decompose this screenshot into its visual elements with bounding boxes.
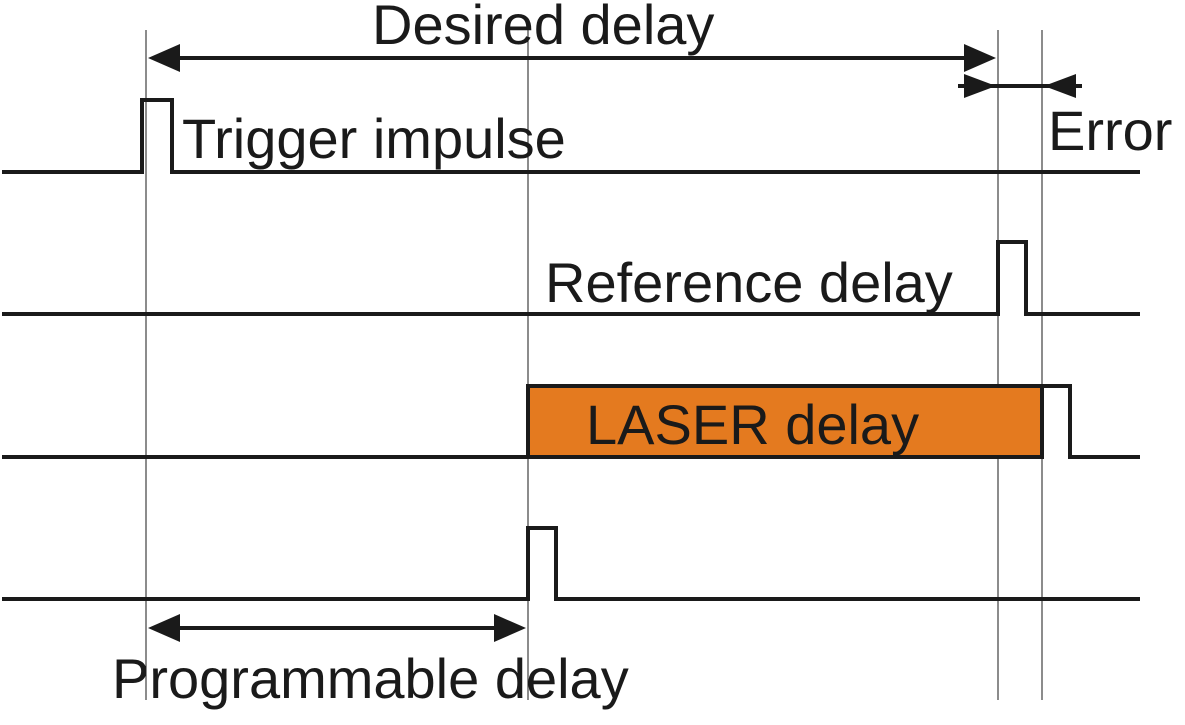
programmable-delay-arrow <box>148 614 526 642</box>
laser-delay-label: LASER delay <box>586 393 919 456</box>
desired-delay-arrow <box>148 44 996 72</box>
reference-delay-label: Reference delay <box>545 251 953 314</box>
laser-signal <box>2 384 1140 459</box>
error-label: Error <box>1048 99 1172 162</box>
trigger-impulse-label: Trigger impulse <box>182 107 566 170</box>
reference-signal <box>2 240 1140 316</box>
programmable-signal <box>2 526 1140 601</box>
trigger-signal <box>2 98 1140 174</box>
desired-delay-label: Desired delay <box>372 0 714 56</box>
programmable-delay-label: Programmable delay <box>112 647 629 710</box>
error-arrow <box>958 74 1082 98</box>
